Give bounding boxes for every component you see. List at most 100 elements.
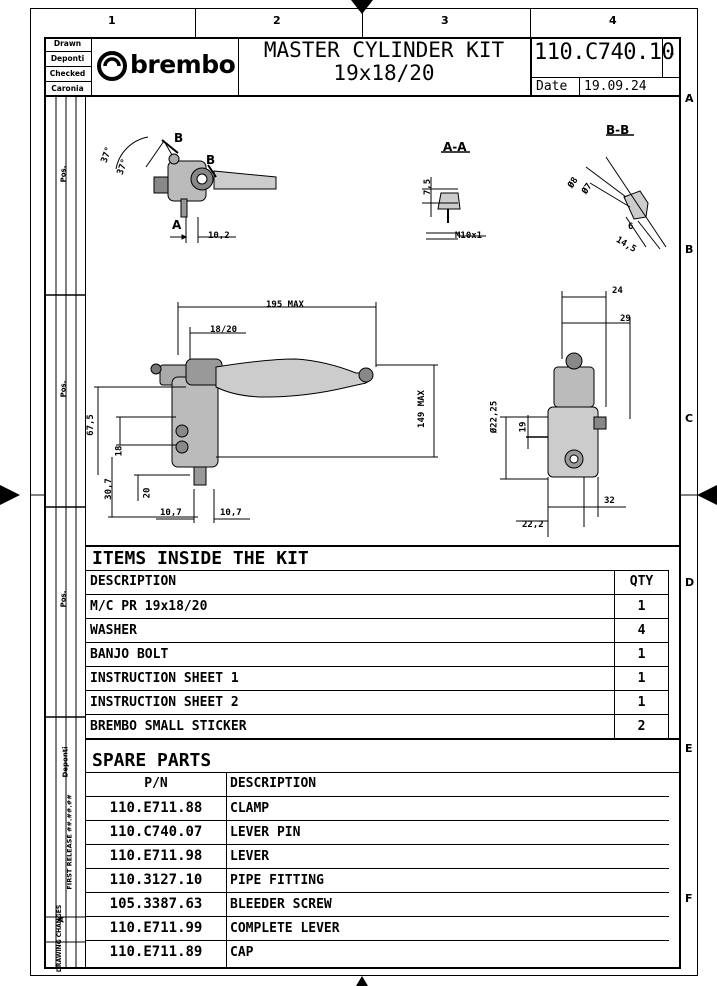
top-view-assembly (153, 153, 277, 218)
title-divider-2 (530, 37, 532, 97)
kit-item-description: BREMBO SMALL STICKER (90, 719, 247, 734)
technical-drawing (94, 134, 667, 537)
brembo-logo: brembo (94, 44, 236, 88)
kit-row: BREMBO SMALL STICKER 2 (86, 714, 669, 738)
title-line-1: MASTER CYLINDER KIT (263, 38, 505, 62)
kit-col-qty: QTY (629, 574, 654, 589)
zone-col-2: 2 (273, 14, 281, 27)
kit-item-description: WASHER (90, 623, 137, 638)
label-a-top: A (172, 218, 182, 232)
dim-10-7-b: 10,7 (220, 508, 242, 518)
spare-description: PIPE FITTING (230, 873, 324, 888)
spare-description: LEVER (230, 849, 270, 864)
side-release-label: FIRST RELEASE ##.##.## (65, 794, 74, 890)
col-tick-1 (195, 8, 196, 37)
dim-10-2: 10,2 (208, 231, 230, 241)
kit-item-qty: 2 (637, 719, 646, 734)
kit-row: INSTRUCTION SHEET 2 1 (86, 690, 669, 714)
dim-67-5: 67,5 (85, 414, 96, 436)
kit-item-description: INSTRUCTION SHEET 2 (90, 695, 239, 710)
zone-row-e: E (685, 742, 693, 755)
zone-row-f: F (685, 892, 693, 905)
title-line-2: 19x18/20 (333, 61, 435, 85)
dim-18-20: 18/20 (210, 325, 238, 335)
label-b-top-1: B (174, 131, 184, 145)
dim-149-max: 149 MAX (416, 390, 427, 428)
dim-d22-25: Ø22,25 (489, 400, 500, 434)
dim-195-max: 195 MAX (266, 300, 304, 310)
side-pos-label-3: Pos. (59, 590, 68, 608)
spares-table-frame (86, 772, 681, 969)
spare-part-number: 110.3127.10 (109, 872, 203, 888)
revision: - (667, 46, 677, 62)
spare-description: LEVER PIN (230, 825, 301, 840)
kit-item-qty: 4 (637, 623, 646, 638)
side-strip-lines (44, 97, 86, 969)
dim-19: 19 (518, 421, 529, 433)
kit-heading: ITEMS INSIDE THE KIT (92, 548, 309, 569)
spare-part-number: 110.E711.88 (109, 800, 203, 816)
dim-18: 18 (114, 445, 125, 457)
main-view-assembly (150, 358, 374, 486)
spare-part-number: 110.C740.07 (109, 824, 203, 840)
kit-col-description: DESCRIPTION (90, 574, 177, 589)
side-changes-label: DRAWING CHANGES (56, 904, 64, 973)
spares-heading: SPARE PARTS (92, 750, 212, 771)
spares-col-pn: P/N (144, 776, 168, 791)
role-drawn: Drawn (44, 37, 91, 52)
right-view-assembly (526, 352, 607, 478)
spares-row: 110.3127.10 PIPE FITTING (86, 868, 669, 891)
kit-row: BANJO BOLT 1 (86, 642, 669, 666)
kit-row: WASHER 4 (86, 618, 669, 642)
kit-item-qty: 1 (637, 599, 646, 614)
dim-32: 32 (604, 496, 615, 506)
spare-part-number: 105.3387.63 (109, 896, 203, 912)
col-tick-3 (530, 8, 531, 37)
kit-qty-divider (614, 570, 615, 738)
zone-col-4: 4 (609, 14, 617, 27)
dim-24: 24 (612, 286, 623, 296)
spare-description: CLAMP (230, 801, 270, 816)
section-aa-view (422, 177, 486, 240)
zone-col-3: 3 (441, 14, 449, 27)
kit-item-qty: 1 (637, 671, 646, 686)
dim-30-7: 30,7 (103, 478, 114, 500)
title-block (44, 37, 681, 97)
title-roles: Drawn Deponti Checked Caronia (44, 37, 92, 97)
spares-table (86, 738, 681, 969)
kit-table (86, 545, 681, 738)
side-pos-label-2: Pos. (59, 380, 68, 398)
side-strip (44, 97, 86, 969)
section-bb-view (585, 156, 667, 250)
dim-22-2: 22,2 (522, 520, 544, 530)
kit-item-qty: 1 (637, 695, 646, 710)
zone-row-d: D (685, 576, 695, 589)
center-arrow-right (697, 485, 717, 505)
brembo-logo-text: brembo (130, 50, 236, 79)
center-arrow-left (0, 485, 20, 505)
role-checked-name: Caronia (51, 84, 84, 93)
spares-row: 105.3387.63 BLEEDER SCREW (86, 892, 669, 915)
kit-item-qty: 1 (637, 647, 646, 662)
dim-29: 29 (620, 314, 631, 324)
dim-7-5: 7,5 (423, 178, 434, 196)
spare-description: BLEEDER SCREW (230, 897, 332, 912)
label-b-top-2: B (206, 153, 216, 167)
kit-item-description: BANJO BOLT (90, 647, 169, 662)
brembo-logo-mark-icon (97, 51, 127, 81)
title-text: MASTER CYLINDER KIT 19x18/20 (238, 38, 530, 84)
part-number: 110.C740.10 (534, 40, 675, 65)
zone-row-b: B (685, 243, 694, 256)
zone-row-c: C (685, 412, 694, 425)
role-drawn-name: Deponti (44, 52, 91, 67)
title-divider-3 (662, 37, 663, 77)
role-checked: Checked (44, 67, 91, 82)
title-divider-1 (238, 37, 239, 97)
date-label: Date (536, 79, 568, 94)
thread-label: M10x1 (455, 231, 483, 241)
kit-table-frame (86, 570, 669, 738)
dim-6: 6 (628, 222, 634, 232)
